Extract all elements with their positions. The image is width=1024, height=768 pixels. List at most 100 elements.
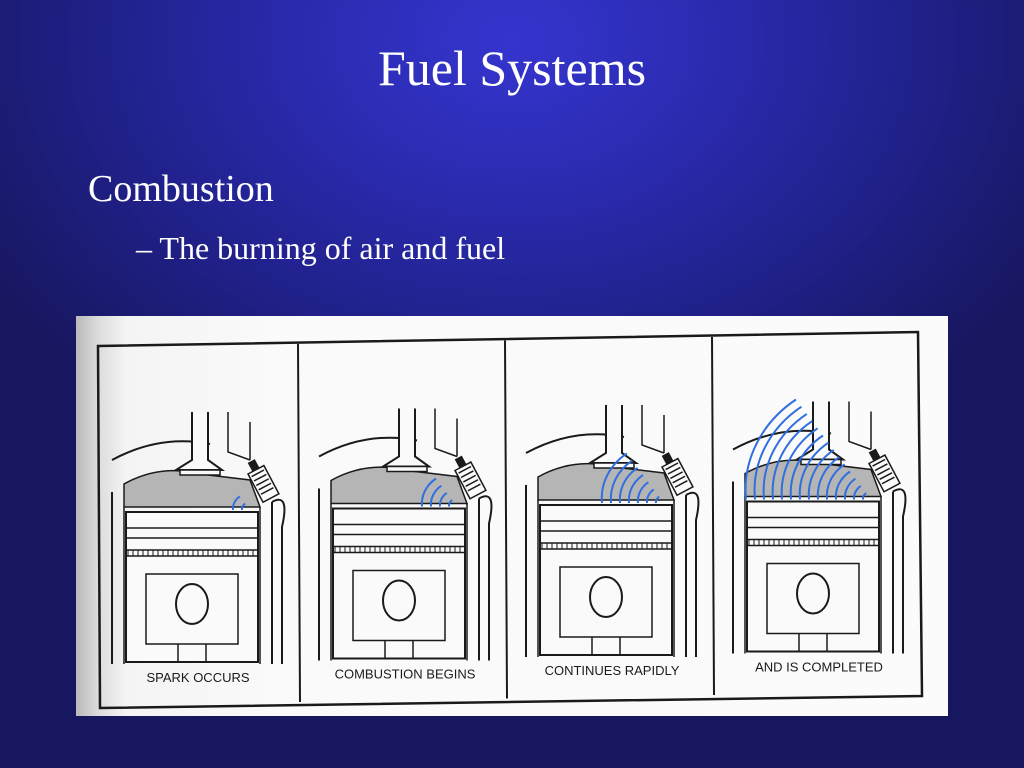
wrist-pin xyxy=(175,583,209,625)
oil-ring xyxy=(332,545,466,554)
flame-front-arc xyxy=(771,420,813,500)
flame-front-arc xyxy=(753,405,802,500)
flame-front-arc xyxy=(789,434,824,500)
spark-plug-thread xyxy=(881,476,895,485)
spark-plug-thread xyxy=(672,475,686,484)
flame-front-arc xyxy=(420,477,437,507)
spark-plug-thread xyxy=(674,480,688,488)
oil-ring xyxy=(125,549,259,557)
spark-plug-thread xyxy=(462,474,477,483)
panel-caption: CONTINUES RAPIDLY xyxy=(545,663,680,678)
flame-front-arc xyxy=(825,463,846,500)
bullet-combustion: Combustion xyxy=(88,168,274,210)
spark-plug xyxy=(660,452,694,497)
panel-caption: AND IS COMPLETED xyxy=(755,660,883,675)
spark-plug xyxy=(867,448,901,493)
flame-front-arc xyxy=(852,485,862,500)
wrist-pin xyxy=(796,572,830,615)
block-edge xyxy=(478,495,493,661)
oil-ring xyxy=(746,538,880,547)
flame-front-arc xyxy=(600,452,628,504)
spark-plug-thread xyxy=(667,466,681,475)
block-edge xyxy=(271,498,286,664)
spark-plug xyxy=(246,459,280,504)
flame-front-arc xyxy=(618,466,639,504)
panel-1: SPARK OCCURS xyxy=(111,343,301,703)
piston-skirt xyxy=(559,566,653,638)
spark-plug-thread xyxy=(253,473,267,482)
valve-face xyxy=(386,465,428,473)
spark-plug-terminal xyxy=(868,448,881,462)
diagram-frame xyxy=(96,330,924,710)
piston-skirt xyxy=(145,573,239,645)
spark-plug-thread xyxy=(460,470,474,479)
spark-plug-terminal xyxy=(661,452,674,465)
panel-caption: COMBUSTION BEGINS xyxy=(335,667,476,682)
panel-divider xyxy=(711,336,715,696)
valve-guide xyxy=(434,408,458,458)
valve-guide xyxy=(227,412,251,461)
spark-plug-thread xyxy=(872,458,886,467)
panel-caption: SPARK OCCURS xyxy=(146,670,249,685)
flame-front-arc xyxy=(862,492,867,500)
piston-skirt xyxy=(352,569,446,642)
block-edge xyxy=(685,491,700,657)
piston xyxy=(125,511,259,663)
sub-bullet-definition: – The burning of air and fuel xyxy=(136,230,506,266)
flame-front-arc xyxy=(448,499,453,507)
spark-plug-thread xyxy=(876,467,891,476)
wrist-pin xyxy=(382,579,416,622)
flame-front-arc xyxy=(762,413,808,500)
flame-front-arc xyxy=(843,477,856,500)
fuel-mixture xyxy=(537,462,676,501)
spark-plug-thread xyxy=(879,472,893,480)
spark-plug-thread xyxy=(669,471,684,480)
flame-front-arc xyxy=(241,502,246,511)
flame-front-arc xyxy=(627,474,644,504)
flame-front-arc xyxy=(636,481,649,504)
spark-plug-terminal xyxy=(454,455,467,469)
flame-front-arc xyxy=(834,470,851,500)
block-edge xyxy=(892,488,907,654)
spark-plug-thread xyxy=(258,482,272,491)
spark-plug-thread xyxy=(260,487,274,495)
fuel-mixture xyxy=(123,469,262,508)
flame-front-arc xyxy=(780,427,819,500)
flame-front-arc xyxy=(655,495,660,504)
panel-4: AND IS COMPLETED xyxy=(732,398,907,675)
spark-plug xyxy=(453,455,487,500)
panel-divider xyxy=(297,343,301,703)
piston xyxy=(539,504,673,656)
flame-front-arc xyxy=(231,495,241,511)
flame-front-arc xyxy=(816,456,840,500)
spark-plug-thread xyxy=(665,462,679,471)
slide-title: Fuel Systems xyxy=(377,40,647,96)
combustion-diagram: SPARK OCCURS COMBUSTION BEGINS CONTINUES R… xyxy=(76,316,948,716)
flame-front-arc xyxy=(429,484,442,507)
flame-front-arc xyxy=(807,449,835,500)
spark-plug-terminal xyxy=(247,459,260,472)
flame-front-arc xyxy=(609,459,633,504)
valve-face xyxy=(179,469,221,476)
spark-plug-thread xyxy=(255,478,270,487)
panel-divider xyxy=(504,340,508,699)
spark-plug-thread xyxy=(465,479,479,487)
flame-front-arc xyxy=(744,398,797,500)
valve-guide xyxy=(641,405,665,454)
spark-plug-thread xyxy=(467,483,481,492)
combustion-diagram-svg: SPARK OCCURS COMBUSTION BEGINS CONTINUES R… xyxy=(96,330,924,710)
spark-plug-thread xyxy=(874,463,888,472)
valve-guide xyxy=(848,401,872,451)
wrist-pin xyxy=(589,576,623,618)
flame-front-arc xyxy=(798,441,829,500)
panel-2: COMBUSTION BEGINS xyxy=(318,340,508,699)
piston-skirt xyxy=(766,562,860,635)
panel-3: CONTINUES RAPIDLY xyxy=(525,336,715,696)
oil-ring xyxy=(539,542,673,550)
piston xyxy=(332,507,466,660)
piston xyxy=(746,500,880,653)
fuel-mixture xyxy=(330,466,469,505)
flame-front-arc xyxy=(438,492,448,507)
spark-plug-thread xyxy=(458,465,472,474)
spark-plug-thread xyxy=(251,469,265,478)
